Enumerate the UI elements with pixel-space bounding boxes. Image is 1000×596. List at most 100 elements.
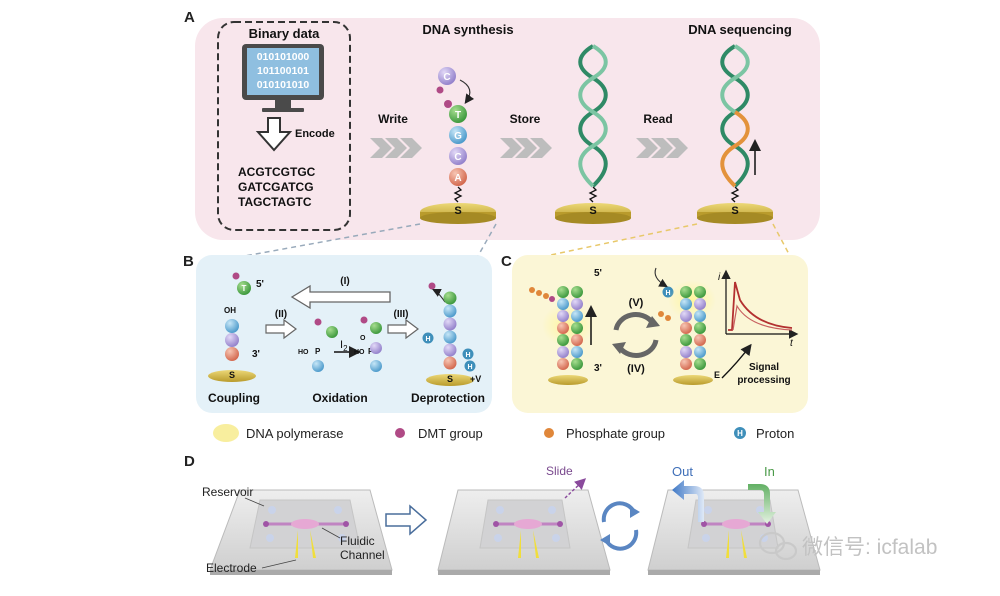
dmt-leaving-arrow-icon xyxy=(432,289,446,303)
panel-a-letter: A xyxy=(184,9,195,26)
encode-arrow-icon xyxy=(255,117,293,152)
signal-label-1: Signal xyxy=(749,362,779,373)
dna-line-2: GATCGATCG xyxy=(238,180,314,194)
base-a xyxy=(449,168,467,186)
signal-t-label: t xyxy=(790,338,794,349)
b-oh-label: OH xyxy=(224,306,236,315)
panel-a: A Binary data 010101000 101100101 010101… xyxy=(184,9,820,240)
step-ii-arrow-icon xyxy=(265,318,297,340)
dna-line-1: ACGTCGTGC xyxy=(238,165,316,179)
sulfur-label-3: S xyxy=(731,205,738,217)
dna-sequencing-title: DNA sequencing xyxy=(688,22,792,37)
step-i-arrow-icon xyxy=(290,284,391,310)
proton-icon-1-label: H xyxy=(425,336,430,343)
b-ho-label-1: HO xyxy=(298,349,309,356)
sulfur-label-1: S xyxy=(454,205,461,217)
b-o-label: O xyxy=(360,335,366,342)
store-chevrons xyxy=(500,138,552,158)
b-base-t-top xyxy=(237,281,251,295)
base-c xyxy=(449,147,467,165)
step-v-label: (V) xyxy=(629,297,644,309)
proton-icon-2 xyxy=(462,348,474,360)
proton-icon-3-label: H xyxy=(467,364,472,371)
chip-flow-arrow-icon xyxy=(385,504,428,536)
connector-b-right xyxy=(477,223,497,257)
read-label: Read xyxy=(643,112,672,126)
dna-polymerase-glow-2 xyxy=(668,280,716,320)
deprotection-label: Deprotection xyxy=(411,391,485,405)
out-label: Out xyxy=(672,464,693,479)
signal-processing-arrow-icon xyxy=(721,343,752,379)
step-iii-arrow-icon xyxy=(387,318,419,340)
binary-data-box xyxy=(217,21,351,231)
step-i-label: (I) xyxy=(340,276,349,287)
plus-v-label: +V xyxy=(470,374,481,384)
c-proton-icon-label: H xyxy=(665,290,670,297)
iodine-label: I2 xyxy=(340,339,348,353)
coupling-label: Coupling xyxy=(208,391,260,405)
legend-proton-glyph: H xyxy=(737,429,743,438)
connector-c-left xyxy=(545,223,698,257)
panel-d: D Reservoir Fluidic Channel Electrode xyxy=(184,453,821,575)
panel-b-background xyxy=(196,255,492,413)
c-three-prime: 3' xyxy=(594,363,602,374)
binary-line-2: 101100101 xyxy=(257,65,309,77)
connector-b-left xyxy=(244,223,421,257)
legend-phosphate-swatch xyxy=(544,428,554,438)
chip-2 xyxy=(437,489,611,575)
binary-line-3: 010101010 xyxy=(257,79,310,91)
write-label: Write xyxy=(378,112,408,126)
stored-helix: S xyxy=(555,44,631,224)
step-ii-label: (II) xyxy=(275,309,287,320)
b-p-label-2: P xyxy=(368,347,374,356)
watermark: 微信号: icfalab xyxy=(758,531,937,561)
in-arrow-icon xyxy=(748,484,776,524)
base-a-label: A xyxy=(454,173,461,184)
legend-dmt-label: DMT group xyxy=(418,426,483,441)
base-t xyxy=(449,105,467,123)
sequencing-helix: S xyxy=(697,44,773,224)
dna-synthesis-title: DNA synthesis xyxy=(422,22,513,37)
oxidation-label: Oxidation xyxy=(312,391,367,405)
incoming-arrow-icon xyxy=(459,79,475,104)
incoming-base-c-label: C xyxy=(443,72,450,83)
wechat-icon xyxy=(758,531,798,561)
legend-polymerase-swatch xyxy=(213,424,239,442)
b-sulfur-1: S xyxy=(229,370,235,380)
panel-b-letter: B xyxy=(183,253,194,270)
cycle-icon xyxy=(613,312,659,358)
store-label: Store xyxy=(510,112,541,126)
c-five-prime: 5' xyxy=(594,268,602,279)
step-iv-label: (IV) xyxy=(627,363,645,375)
legend: DNA polymerase DMT group Phosphate group… xyxy=(213,424,794,442)
b-sulfur-2: S xyxy=(447,374,453,384)
b-three-prime: 3' xyxy=(252,349,260,360)
electrode-label: Electrode xyxy=(206,561,257,575)
b-five-prime: 5' xyxy=(256,279,264,290)
monitor-icon xyxy=(242,44,324,112)
panel-d-letter: D xyxy=(184,453,195,470)
binary-data-title: Binary data xyxy=(249,26,321,41)
synthesis-strand: S A C G T C xyxy=(420,67,496,224)
base-g-label: G xyxy=(454,131,462,142)
signal-label-2: processing xyxy=(737,375,790,386)
connector-c-right xyxy=(772,223,791,257)
base-c-label: C xyxy=(454,152,461,163)
b-ho-label-2: HO xyxy=(354,349,365,356)
step-iii-label: (III) xyxy=(394,309,409,320)
panel-c-letter: C xyxy=(501,253,512,270)
proton-icon-3 xyxy=(464,360,476,372)
b-p-label-1: P xyxy=(315,347,321,356)
watermark-text: 微信号: icfalab xyxy=(802,536,937,559)
legend-phosphate-label: Phosphate group xyxy=(566,426,665,441)
phosphate-dot-1 xyxy=(529,287,535,293)
incoming-base-c xyxy=(438,67,456,85)
slide-label: Slide xyxy=(546,464,573,478)
encode-label: Encode xyxy=(295,128,335,140)
panel-c: C 5' 3' xyxy=(501,253,808,413)
panel-b: B S T 5' OH 3' Coupling (I) (II) (III) H… xyxy=(183,253,492,413)
slide-arrow xyxy=(564,478,587,499)
signal-trace xyxy=(728,281,793,331)
chip-3 xyxy=(647,480,821,575)
fluidic-label-1: Fluidic xyxy=(340,534,375,548)
